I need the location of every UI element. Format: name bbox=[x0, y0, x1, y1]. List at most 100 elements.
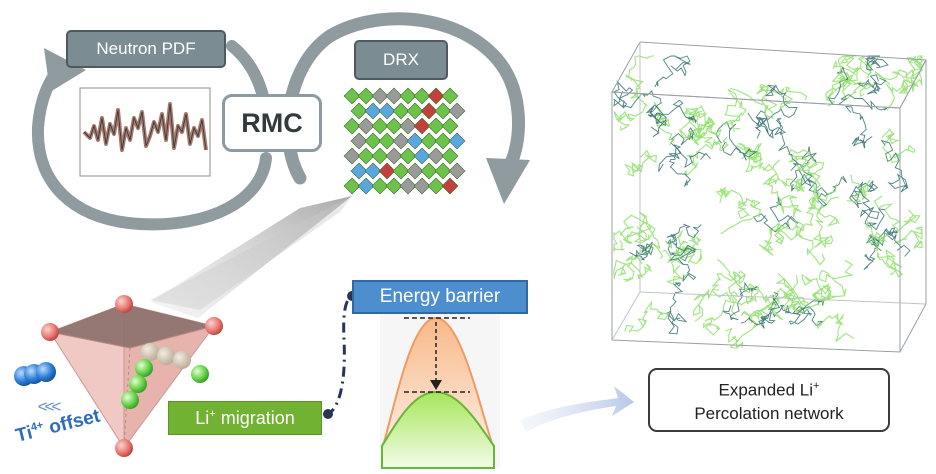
percolation-path bbox=[613, 259, 635, 283]
octahedron bbox=[364, 102, 382, 120]
percolation-path bbox=[788, 306, 824, 326]
percolation-path bbox=[762, 159, 802, 189]
octahedron bbox=[413, 147, 431, 165]
drx-text: DRX bbox=[383, 50, 419, 69]
percolation-path bbox=[764, 84, 798, 137]
percolation-path bbox=[812, 196, 839, 249]
percolation-path bbox=[758, 221, 790, 257]
zoom-spotlight bbox=[150, 196, 352, 318]
percolation-path bbox=[692, 110, 716, 146]
li-atom bbox=[121, 391, 139, 409]
li-site-ghost bbox=[141, 343, 159, 361]
octahedron bbox=[441, 147, 459, 165]
percolation-path bbox=[793, 161, 825, 193]
neutron-pdf-label: Neutron PDF bbox=[66, 30, 226, 68]
percolation-path bbox=[859, 189, 885, 231]
percolation-path bbox=[769, 219, 826, 266]
o-atom bbox=[115, 295, 133, 313]
percolation-path bbox=[647, 106, 667, 138]
percolation-path bbox=[777, 183, 838, 233]
percolation-path bbox=[717, 258, 756, 306]
percolation-network-cube bbox=[611, 41, 927, 353]
octahedron bbox=[343, 87, 361, 105]
energy-barrier-label: Energy barrier bbox=[352, 280, 528, 314]
percolation-path bbox=[876, 248, 904, 278]
octahedron bbox=[343, 117, 361, 135]
percolation-path bbox=[684, 136, 729, 177]
drx-label: DRX bbox=[354, 40, 448, 80]
octahedron bbox=[385, 177, 403, 195]
percolation-path bbox=[765, 118, 801, 171]
percolation-path bbox=[715, 186, 747, 207]
octahedron bbox=[406, 102, 424, 120]
percolation-path bbox=[722, 88, 747, 133]
octahedron bbox=[406, 132, 424, 150]
percolation-path bbox=[874, 55, 923, 88]
octahedron bbox=[406, 162, 424, 180]
percolation-path bbox=[801, 173, 848, 207]
percolation-path bbox=[679, 105, 712, 139]
octahedron bbox=[427, 147, 445, 165]
percolation-path bbox=[856, 74, 887, 95]
ti-chevrons-text: <<< bbox=[37, 397, 62, 416]
percolation-path bbox=[624, 149, 657, 177]
octahedron bbox=[441, 117, 459, 135]
percolation-path bbox=[725, 301, 776, 350]
octahedron bbox=[364, 132, 382, 150]
octahedron bbox=[350, 132, 368, 150]
octahedron bbox=[441, 177, 459, 195]
li-migration-label: Li+ migration bbox=[168, 401, 322, 435]
octahedron bbox=[434, 162, 452, 180]
percolation-path bbox=[892, 54, 923, 80]
octahedron bbox=[434, 102, 452, 120]
octahedron bbox=[448, 102, 466, 120]
octahedron bbox=[385, 117, 403, 135]
octahedron bbox=[399, 117, 417, 135]
percolation-path bbox=[612, 230, 633, 252]
percolation-path bbox=[846, 174, 871, 203]
percolation-path bbox=[790, 146, 817, 192]
li-site-ghost bbox=[173, 351, 191, 369]
ti-atom bbox=[36, 362, 56, 382]
percolation-path bbox=[819, 259, 854, 302]
percolation-path bbox=[881, 128, 916, 164]
pdf-plot bbox=[79, 87, 211, 177]
rmc-text: RMC bbox=[241, 107, 303, 138]
flow-arrow bbox=[520, 386, 634, 432]
octahedron bbox=[378, 132, 396, 150]
octahedron bbox=[420, 132, 438, 150]
percolation-path bbox=[747, 110, 769, 139]
percolation-path bbox=[753, 197, 799, 233]
percolation-path bbox=[662, 230, 689, 266]
octahedron bbox=[385, 147, 403, 165]
octahedron bbox=[427, 177, 445, 195]
ti-offset-text: Ti4+ offset bbox=[13, 405, 103, 447]
percolation-path bbox=[613, 80, 642, 109]
percolation-path bbox=[702, 297, 737, 336]
percolation-path bbox=[885, 78, 916, 111]
percolation-path bbox=[613, 93, 648, 132]
octahedron bbox=[427, 87, 445, 105]
o-atom bbox=[41, 323, 59, 341]
percolation-path bbox=[625, 55, 655, 99]
expanded-line1: Expanded Li+ bbox=[718, 379, 820, 400]
li-atom bbox=[129, 375, 147, 393]
octahedron bbox=[413, 87, 431, 105]
neutron-pdf-text: Neutron PDF bbox=[96, 39, 196, 58]
octahedron bbox=[343, 177, 361, 195]
percolation-path bbox=[831, 60, 874, 97]
percolation-path bbox=[678, 123, 722, 142]
octahedron bbox=[448, 132, 466, 150]
percolation-path bbox=[666, 223, 702, 256]
octahedron bbox=[420, 102, 438, 120]
octahedron bbox=[420, 162, 438, 180]
percolation-path bbox=[665, 245, 695, 285]
percolation-path bbox=[638, 211, 664, 259]
percolation-path bbox=[762, 177, 802, 217]
percolation-path bbox=[773, 275, 811, 311]
percolation-path bbox=[711, 270, 747, 291]
migration-connector bbox=[325, 294, 353, 417]
percolation-path bbox=[685, 232, 703, 265]
percolation-path bbox=[720, 197, 762, 235]
percolation-path bbox=[844, 105, 873, 149]
